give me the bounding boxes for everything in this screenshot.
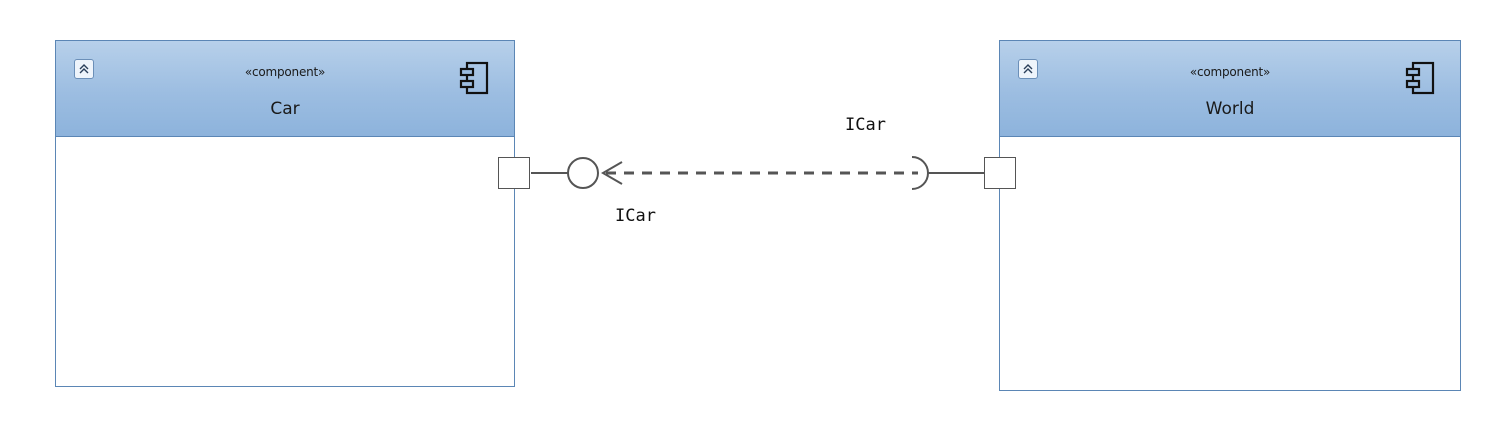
component-car[interactable]: «component» Car (55, 40, 515, 387)
world-port[interactable] (984, 157, 1016, 189)
component-car-stereotype: «component» (244, 65, 326, 79)
component-world-header[interactable]: «component» World (1000, 41, 1460, 137)
collapse-chevrons-up-icon[interactable] (1018, 59, 1038, 79)
component-world-name: World (1205, 99, 1255, 119)
component-world[interactable]: «component» World (999, 40, 1461, 391)
required-interface-label: ICar (845, 115, 886, 135)
provided-interface-lollipop[interactable] (567, 157, 599, 189)
uml-component-icon (1405, 61, 1435, 95)
collapse-chevrons-up-icon[interactable] (74, 59, 94, 79)
component-car-name: Car (270, 99, 300, 119)
component-car-header[interactable]: «component» Car (56, 41, 514, 137)
uml-component-icon (459, 61, 489, 95)
component-world-stereotype: «component» (1189, 65, 1271, 79)
dependency-arrowhead (601, 161, 623, 185)
provided-interface-label: ICar (615, 206, 656, 226)
car-port[interactable] (498, 157, 530, 189)
